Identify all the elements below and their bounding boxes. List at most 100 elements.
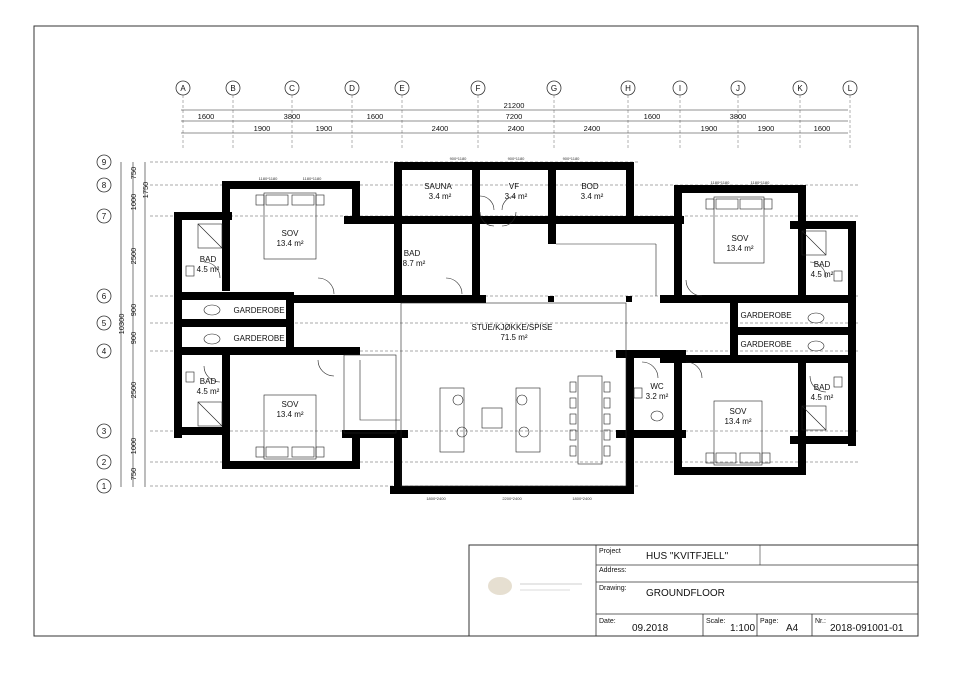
room-garderobe-l2: GARDEROBE: [233, 334, 284, 343]
axis-letter-label: C: [289, 84, 295, 93]
room-garderobe-r2: GARDEROBE: [740, 340, 791, 349]
window-label: 1180*1180: [751, 180, 771, 185]
dim-2400b: 2400: [508, 124, 525, 133]
window-label: 900*1180: [450, 156, 468, 161]
room-sov-bl-area: 13.4 m²: [276, 410, 303, 419]
dim-2500-top: 2500: [129, 248, 138, 265]
nr-label: Nr.:: [815, 618, 826, 625]
axis-number-bubble: 2: [96, 454, 112, 470]
dim-left-upper: 1750: [141, 182, 150, 199]
room-sov-tl-area: 13.4 m²: [276, 239, 303, 248]
dim-overall: 21200: [504, 101, 525, 110]
room-stue-name: STUE/KJØKKE/SPISE: [472, 323, 553, 332]
axis-letter-bubble: E: [394, 80, 410, 150]
dim-1000-top: 1000: [129, 194, 138, 211]
axis-letter-bubble: K: [792, 80, 808, 150]
axis-letter-bubble: A: [175, 80, 191, 150]
dim-750-bottom: 750: [129, 468, 138, 481]
axis-number-label: 2: [102, 458, 107, 467]
room-sov-tr-name: SOV: [732, 234, 750, 243]
axis-number-bubble: 1: [96, 478, 112, 494]
room-vf-name: VF: [509, 182, 519, 191]
window-label: 900*1180: [508, 156, 526, 161]
window-label: 1180*1180: [303, 176, 323, 181]
axis-number-label: 9: [102, 158, 107, 167]
axis-letter-bubble: B: [225, 80, 241, 150]
scale-value: 1:100: [730, 623, 755, 634]
room-sov-bl-name: SOV: [282, 400, 300, 409]
axis-number-label: 3: [102, 427, 107, 436]
title-block: Project HUS "KVITFJELL" Address: Drawing…: [468, 544, 919, 637]
axis-number-bubble: 4: [96, 343, 112, 359]
window-label: 2200*2400: [502, 496, 522, 501]
company-logo: [488, 577, 582, 595]
dim-2500-bottom: 2500: [129, 382, 138, 399]
axis-letter-label: L: [848, 84, 853, 93]
dim-900b: 900: [129, 332, 138, 345]
window-label: 1180*1180: [711, 180, 731, 185]
dim-1000-bottom: 1000: [129, 438, 138, 455]
room-vf-area: 3.4 m²: [505, 192, 528, 201]
dim-900a: 900: [129, 304, 138, 317]
axis-number-bubble: 3: [96, 423, 112, 439]
room-sov-br-area: 13.4 m²: [724, 417, 751, 426]
window-label: 1800*2400: [426, 496, 446, 501]
room-sov-br-name: SOV: [730, 407, 748, 416]
axis-number-label: 4: [102, 347, 107, 356]
dimension-lines: 21200 7200 3800 3800 1600 1600 1600 1600…: [117, 101, 848, 487]
axis-letter-bubble: I: [672, 80, 688, 150]
drawing-label: Drawing:: [599, 585, 627, 592]
room-bad-tl-area: 4.5 m²: [197, 265, 220, 274]
window-label: 1180*1180: [259, 176, 279, 181]
dim-1900a: 1900: [254, 124, 271, 133]
page-label: Page:: [760, 618, 778, 625]
dim-middle: 7200: [506, 112, 523, 121]
dim-left-1600b: 1600: [367, 112, 384, 121]
date-value: 09.2018: [632, 623, 669, 634]
axis-letter-bubble: J: [730, 80, 746, 150]
project-value: HUS "KVITFJELL": [646, 551, 729, 562]
axis-letter-bubble: L: [842, 80, 858, 150]
axis-letter-label: G: [551, 84, 557, 93]
axis-number-bubble: 7: [96, 208, 112, 224]
walls: [174, 162, 856, 494]
axis-letter-label: E: [399, 84, 404, 93]
furniture: [185, 192, 843, 466]
room-sauna-area: 3.4 m²: [429, 192, 452, 201]
dim-1900b: 1900: [316, 124, 333, 133]
dim-left-group: 3800: [284, 112, 301, 121]
room-labels: SAUNA 3.4 m² VF 3.4 m² BOD 3.4 m² SOV 13…: [197, 182, 834, 426]
axis-letter-label: J: [736, 84, 740, 93]
axis-letter-bubble: C: [284, 80, 300, 150]
scale-label: Scale:: [706, 618, 726, 625]
axis-number-label: 8: [102, 181, 107, 190]
room-garderobe-r1: GARDEROBE: [740, 311, 791, 320]
axis-letter-label: D: [349, 84, 355, 93]
window-label: 1800*2400: [572, 496, 592, 501]
axis-number-bubble: 6: [96, 288, 112, 304]
axis-letter-label: K: [797, 84, 803, 93]
axis-number-label: 1: [102, 482, 107, 491]
dim-1900c: 1900: [701, 124, 718, 133]
axis-letter-label: H: [625, 84, 631, 93]
axis-number-label: 6: [102, 292, 107, 301]
room-bod-name: BOD: [581, 182, 599, 191]
room-bad-bl-name: BAD: [200, 377, 217, 386]
project-label: Project: [599, 548, 621, 555]
drawing-value: GROUNDFLOOR: [646, 588, 725, 599]
axis-number-label: 5: [102, 319, 107, 328]
room-bod-area: 3.4 m²: [581, 192, 604, 201]
nr-value: 2018-091001-01: [830, 623, 904, 634]
address-label: Address:: [599, 567, 627, 574]
date-label: Date:: [599, 618, 616, 625]
axis-letter-bubble: D: [344, 80, 360, 150]
dim-left-total: 10300: [117, 314, 126, 335]
room-bad-tr-name: BAD: [814, 260, 831, 269]
room-sov-tr-area: 13.4 m²: [726, 244, 753, 253]
dim-right-group: 3800: [730, 112, 747, 121]
window-label: 900*1180: [563, 156, 581, 161]
room-wc-area: 3.2 m²: [646, 392, 669, 401]
room-sauna-name: SAUNA: [424, 182, 452, 191]
room-bad-mid-name: BAD: [404, 249, 421, 258]
axis-number-label: 7: [102, 212, 107, 221]
